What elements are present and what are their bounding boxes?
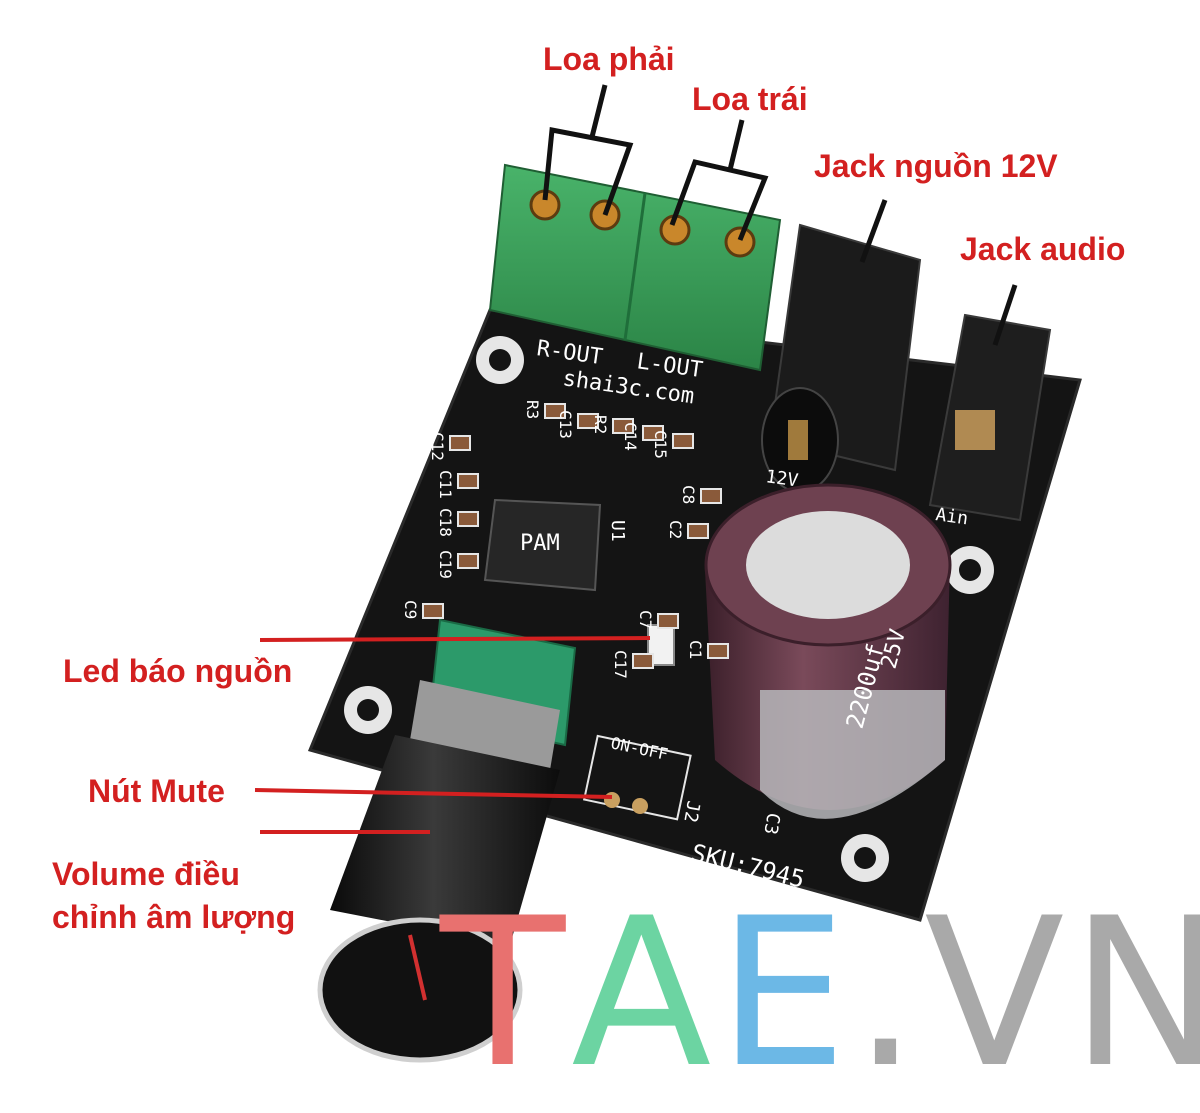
label-power-jack: Jack nguồn 12V [814, 148, 1058, 184]
leader-power-jack [859, 199, 888, 263]
label-volume: Volume điều chỉnh âm lượng [52, 856, 296, 936]
component-designator: C13 [556, 410, 575, 439]
watermark-letter: N [1070, 875, 1200, 1113]
smd-pad [577, 413, 599, 429]
component-designator: C9 [401, 600, 420, 619]
watermark-letter: A [571, 875, 718, 1113]
silk-ain: Ain [934, 504, 969, 529]
component-designator: C12 [428, 432, 447, 461]
diagram: PAM 2200uf 25V R-OUT [52, 41, 1200, 1097]
leader-audio-jack [992, 284, 1018, 346]
component-designator: C19 [436, 550, 455, 579]
label-left-speaker: Loa trái [692, 81, 808, 117]
silk-12v: 12V [764, 466, 799, 491]
board-illustration: PAM 2200uf 25V R-OUT [254, 84, 1082, 1063]
pointer-power-led [259, 636, 651, 642]
on-off-connector [582, 734, 692, 821]
amplifier-chip: PAM [483, 498, 602, 592]
label-mute-button: Nút Mute [88, 773, 225, 809]
silk-j2: J2 [679, 799, 703, 824]
smd-pad [449, 435, 471, 451]
pointer-mute [254, 788, 613, 799]
label-right-speaker: Loa phải [543, 41, 675, 77]
red-pointer-lines [254, 636, 651, 834]
smd-pad [672, 433, 694, 449]
smd-pad [687, 523, 709, 539]
leader-lines [542, 84, 1018, 346]
component-designator: C1 [686, 640, 705, 659]
label-audio-jack: Jack audio [960, 231, 1126, 267]
mounting-holes [344, 336, 994, 882]
component-designator: C8 [679, 485, 698, 504]
smd-pad [632, 653, 654, 669]
component-designator: C2 [666, 520, 685, 539]
watermark-letter: E [717, 875, 854, 1113]
component-designator: C15 [651, 430, 670, 459]
component-designator: C7 [636, 610, 655, 629]
silk-u1: U1 [607, 520, 628, 542]
smd-pad [642, 425, 664, 441]
watermark: TAE.VN [440, 892, 1200, 1097]
component-designator: R3 [523, 400, 542, 419]
leader-left-speaker [669, 119, 769, 241]
silkscreen: R-OUT L-OUT shai3c.com 12V Ain U1 ON-OFF… [401, 336, 969, 894]
smd-pad [707, 643, 729, 659]
label-power-led: Led báo nguồn [63, 653, 293, 689]
leader-right-speaker [542, 84, 634, 216]
smd-pad [457, 553, 479, 569]
component-designator: R2 [591, 415, 610, 434]
smd-pad [422, 603, 444, 619]
smd-pad [612, 418, 634, 434]
audio-jack [928, 313, 1052, 522]
component-designator: C18 [436, 508, 455, 537]
dc-power-jack [761, 223, 922, 493]
electrolytic-capacitor: 2200uf 25V [704, 483, 952, 819]
smd-pad [657, 613, 679, 629]
smd-pad [457, 473, 479, 489]
component-designator: C11 [436, 470, 455, 499]
watermark-letter: V [924, 875, 1071, 1113]
smd-pad [700, 488, 722, 504]
smd-pad [457, 511, 479, 527]
smd-pad [544, 403, 566, 419]
watermark-letter: . [853, 875, 925, 1113]
watermark-letter: T [440, 875, 572, 1113]
silk-c3: C3 [759, 811, 783, 836]
volume-potentiometer [317, 618, 577, 1063]
chip-label: PAM [520, 531, 560, 556]
component-designator: C14 [621, 422, 640, 451]
component-designator: C17 [611, 650, 630, 679]
